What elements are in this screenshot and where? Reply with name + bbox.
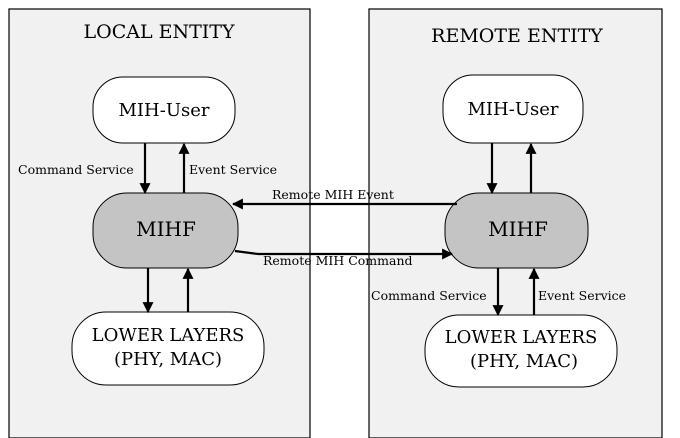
local-mihf-node: [92, 192, 239, 269]
remote-lower-layers-node: [424, 314, 618, 388]
local-entity-title: LOCAL ENTITY: [84, 21, 235, 43]
local-lower-layers-sublabel: (PHY, MAC): [114, 349, 222, 370]
remote-mih-event-label: Remote MIH Event: [272, 187, 394, 202]
local-command-service-label: Command Service: [18, 162, 134, 177]
local-mihf-label: MIHF: [136, 217, 196, 241]
local-event-service-label: Event Service: [189, 162, 277, 177]
remote-mihf-label: MIHF: [488, 217, 548, 241]
remote-mihf-node: [444, 192, 589, 269]
remote-mih-command-label: Remote MIH Command: [263, 253, 413, 268]
remote-lower-layers-sublabel: (PHY, MAC): [470, 351, 578, 372]
remote-event-service-label: Event Service: [538, 288, 626, 303]
local-mih-user-label: MIH-User: [119, 100, 210, 121]
local-lower-layers-node: [71, 311, 265, 386]
remote-mih-user-label: MIH-User: [468, 99, 559, 120]
remote-mih-user-node: [442, 74, 584, 144]
local-mih-user-node: [92, 76, 236, 144]
remote-lower-layers-label: LOWER LAYERS: [445, 327, 598, 348]
remote-mih-command-arrow: [234, 248, 454, 260]
remote-command-service-label: Command Service: [371, 288, 487, 303]
remote-entity-title: REMOTE ENTITY: [431, 25, 603, 47]
local-lower-layers-label: LOWER LAYERS: [92, 325, 245, 346]
